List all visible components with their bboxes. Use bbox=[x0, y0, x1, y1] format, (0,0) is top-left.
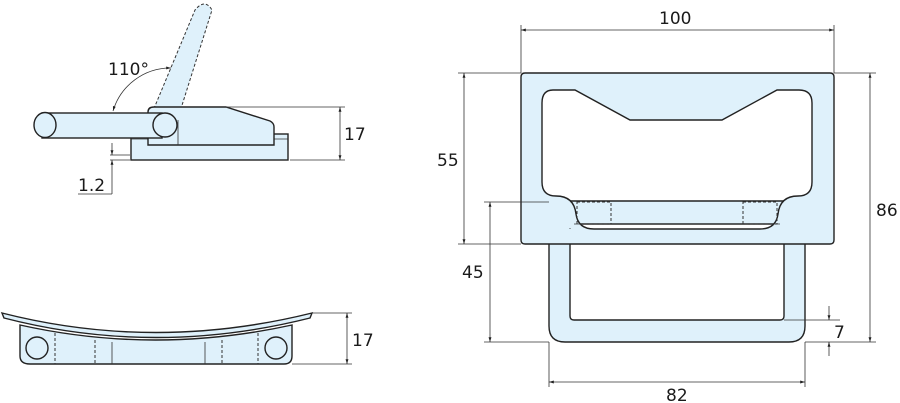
top-view: 100 55 45 86 82 7 bbox=[437, 9, 898, 403]
curved-plate bbox=[0, 311, 314, 339]
lever-end bbox=[33, 111, 57, 139]
body-front bbox=[19, 324, 293, 365]
handle-height-label: 45 bbox=[462, 263, 484, 283]
side-height-label: 17 bbox=[344, 125, 366, 145]
total-height-label: 86 bbox=[876, 201, 898, 221]
thickness-label: 1.2 bbox=[78, 176, 105, 196]
angle-label: 110° bbox=[108, 60, 149, 80]
width-label: 100 bbox=[659, 9, 691, 29]
angle-arc bbox=[112, 66, 172, 112]
front-height-label: 17 bbox=[352, 331, 374, 351]
handle-width-label: 82 bbox=[666, 386, 688, 403]
mounting-plate bbox=[520, 72, 835, 245]
plate-height-label: 55 bbox=[437, 151, 459, 171]
lever-open-position bbox=[149, 3, 213, 119]
hinge-pin bbox=[152, 112, 178, 138]
front-view: 17 bbox=[0, 311, 374, 365]
lever-closed bbox=[41, 112, 163, 139]
handle-thickness-label: 7 bbox=[834, 323, 845, 343]
handle-ring bbox=[548, 200, 806, 343]
side-view: 110° 17 1.2 bbox=[33, 3, 366, 196]
